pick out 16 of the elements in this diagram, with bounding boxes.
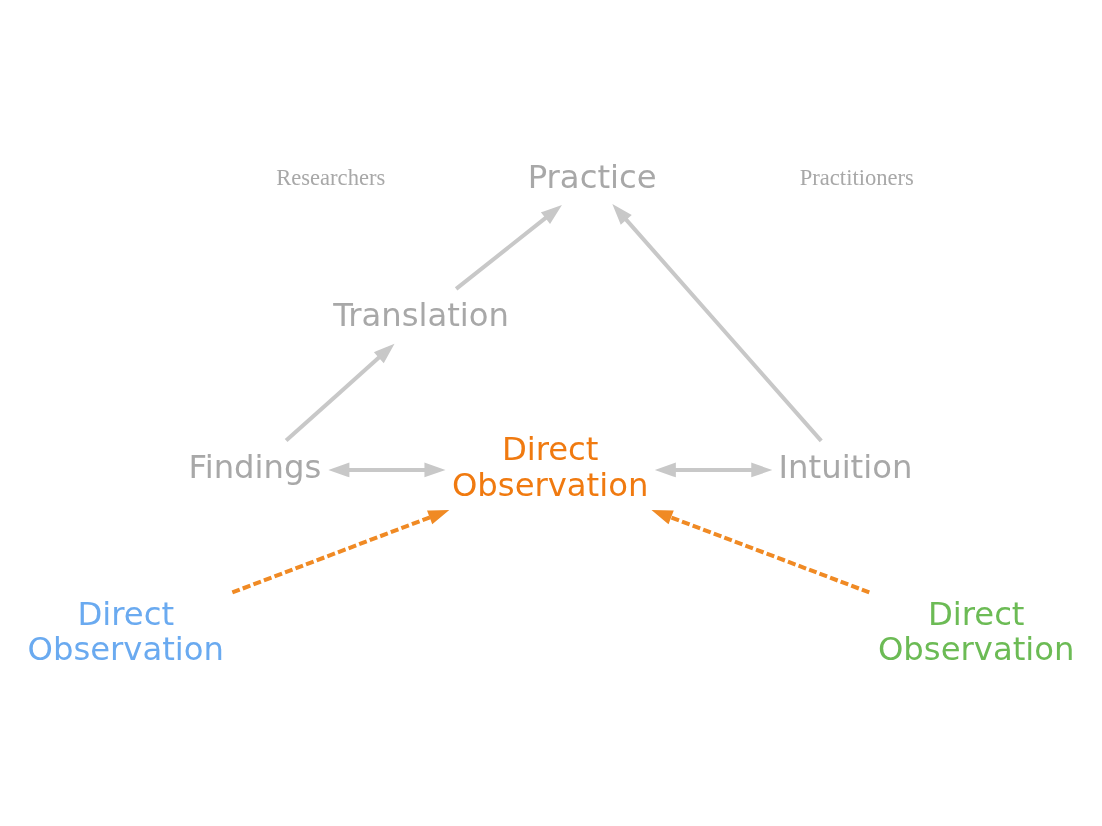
arrow (654, 462, 773, 477)
node-text: Direct Observation (451, 429, 649, 504)
node-text: Practice (527, 157, 657, 196)
arrow (651, 509, 870, 594)
node-text: Direct Observation (877, 594, 1075, 668)
arrow (328, 462, 446, 477)
label: Researchers (276, 164, 386, 190)
node-text: Translation (333, 295, 509, 334)
node-text: Intuition (778, 447, 913, 486)
label: Practitioners (799, 164, 914, 190)
arrow (612, 203, 823, 442)
node-text: Direct Observation (27, 594, 225, 668)
arrow (454, 204, 562, 290)
arrow (284, 343, 395, 442)
node-text: Findings (188, 447, 322, 486)
arrow (231, 509, 450, 594)
